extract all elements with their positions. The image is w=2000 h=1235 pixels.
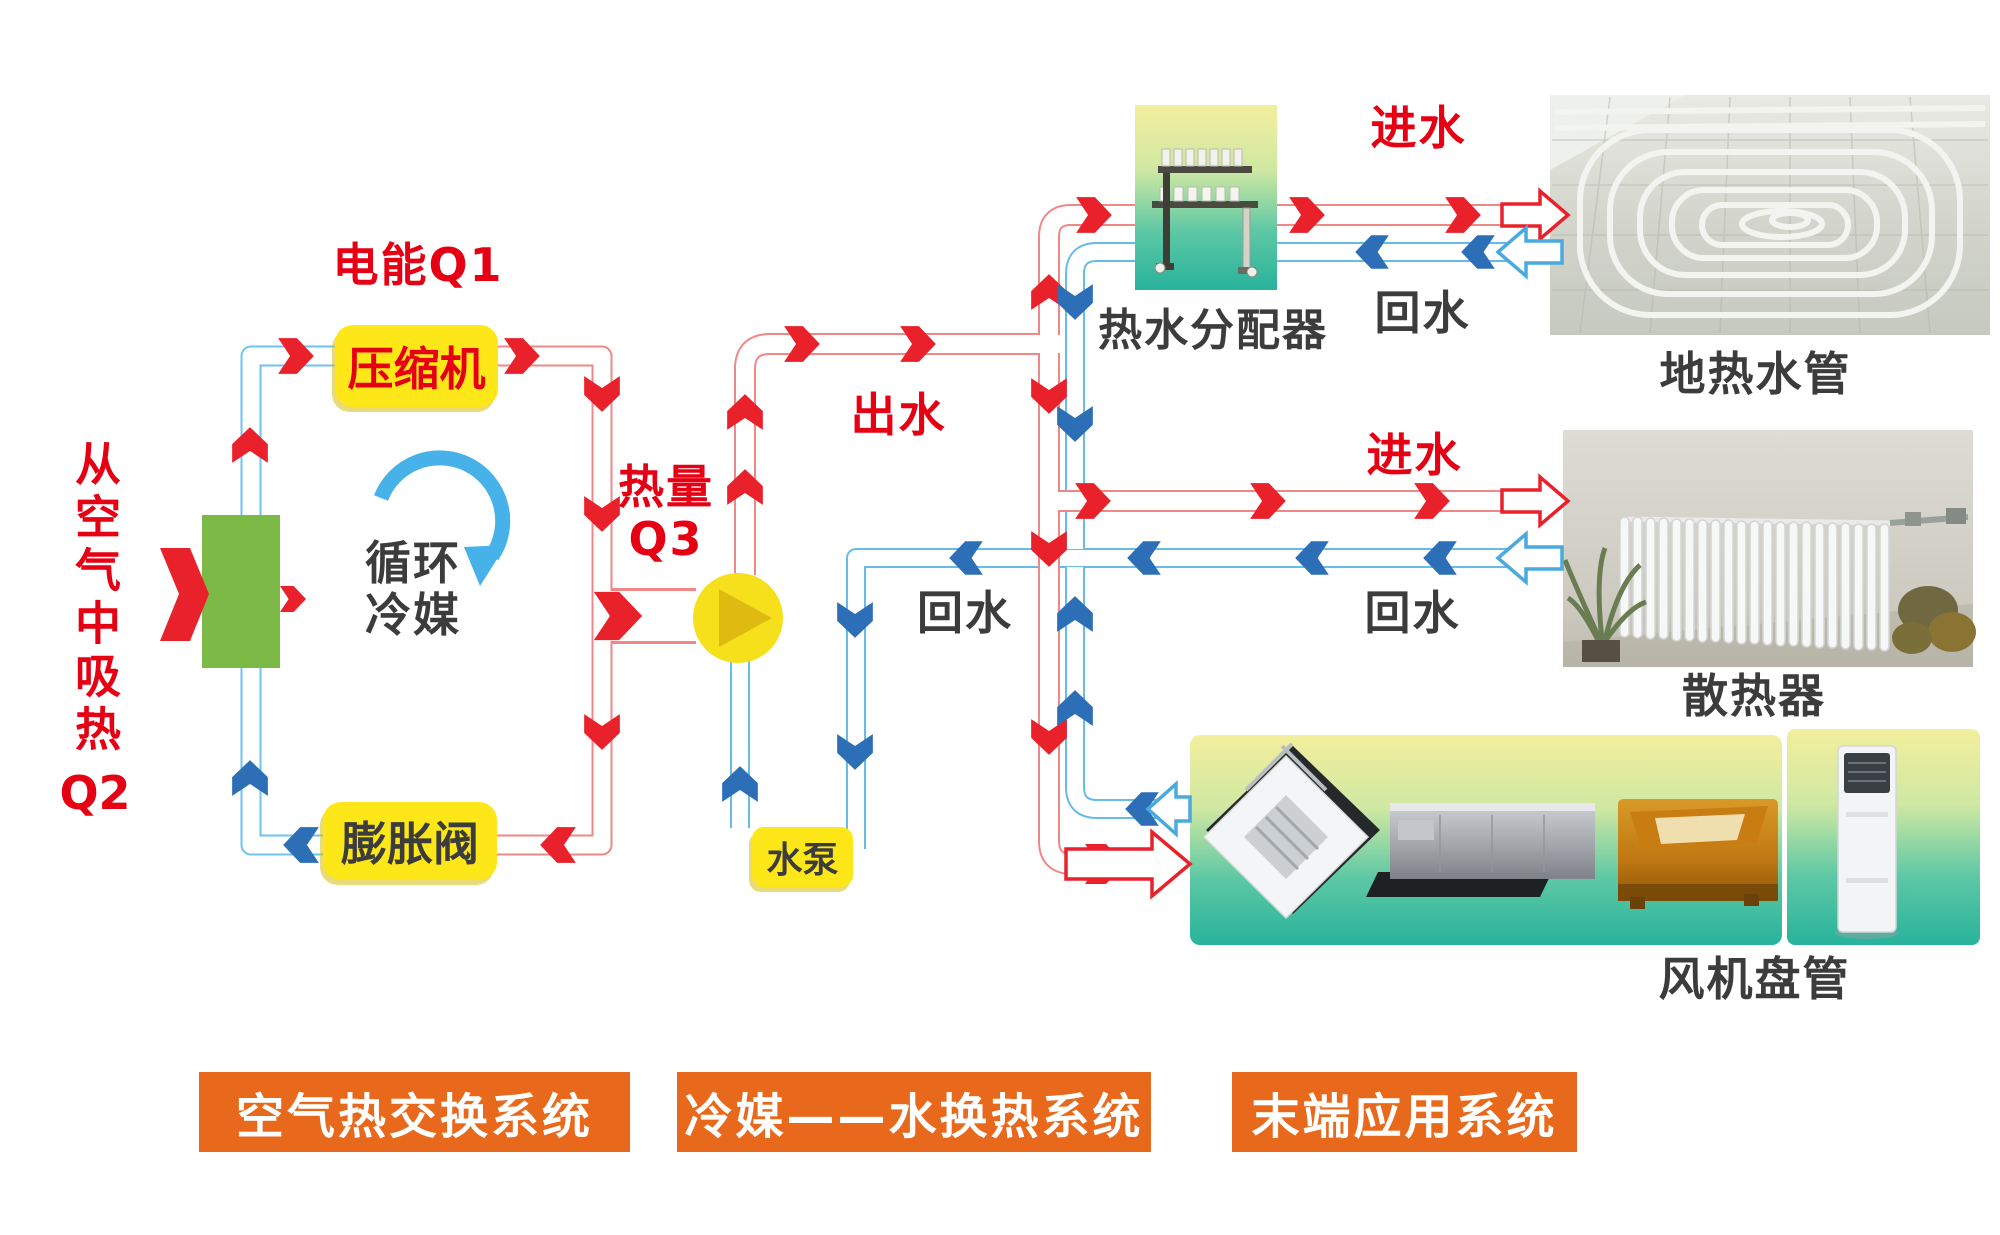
water-pump-box: 水泵 bbox=[752, 827, 853, 887]
heat-q3-label: 热量 Q3 bbox=[618, 460, 714, 566]
absorb-heat-q2: Q2 bbox=[59, 766, 131, 820]
fan-coil-return-arrow-icon bbox=[1145, 780, 1192, 838]
floor-return-arrow-icon bbox=[1495, 224, 1564, 280]
compressor-box: 压缩机 bbox=[335, 325, 498, 407]
plant-right-icon bbox=[1892, 586, 1976, 654]
air-heat-in-arrow-icon bbox=[160, 548, 209, 641]
fan-coil-caption: 风机盘管 bbox=[1658, 952, 1851, 1006]
distributor-caption: 热水分配器 bbox=[1098, 305, 1328, 356]
fan-coil-image bbox=[1190, 729, 1980, 945]
air-heat-out-arrow-icon bbox=[279, 585, 307, 613]
absorb-heat-text: 从空气中吸热 bbox=[68, 440, 122, 758]
plant-left-icon bbox=[1562, 547, 1647, 642]
floor-pipe-caption: 地热水管 bbox=[1659, 347, 1852, 401]
floor-heating-image bbox=[1550, 95, 1990, 335]
radiator-inlet-label: 进水 bbox=[1366, 428, 1463, 482]
refrigerant-label: 循环 冷媒 bbox=[365, 536, 461, 642]
floor-inlet-arrow-icon bbox=[1500, 187, 1571, 243]
evaporator-green-box bbox=[202, 515, 280, 668]
return-water-pump-label: 回水 bbox=[917, 586, 1013, 640]
electric-q1-label: 电能Q1 bbox=[332, 238, 504, 292]
banner-air-system: 空气热交换系统 bbox=[199, 1072, 630, 1152]
radiator-image bbox=[1562, 430, 1976, 667]
radiator-caption: 散热器 bbox=[1682, 669, 1826, 723]
distributor-image bbox=[1135, 105, 1277, 290]
expansion-valve-box: 膨胀阀 bbox=[323, 802, 497, 880]
radiator-return-arrow-icon bbox=[1495, 530, 1564, 586]
pump-icon bbox=[693, 573, 783, 663]
absorb-heat-label: 从空气中吸热 Q2 bbox=[59, 440, 130, 820]
banner-refrigerant-water-system: 冷媒——水换热系统 bbox=[677, 1072, 1151, 1152]
radiator-inlet-arrow-icon bbox=[1500, 473, 1571, 529]
floor-inlet-label: 进水 bbox=[1370, 101, 1467, 155]
floor-return-label: 回水 bbox=[1374, 286, 1471, 340]
radiator-return-label: 回水 bbox=[1364, 586, 1461, 640]
banner-terminal-system: 末端应用系统 bbox=[1232, 1072, 1577, 1152]
inlet-outlet-arrows bbox=[1064, 187, 1571, 900]
outlet-water-label: 出水 bbox=[850, 388, 947, 442]
fan-coil-inlet-arrow-icon bbox=[1064, 828, 1193, 900]
refrigerant-cycle-arrow-icon bbox=[374, 450, 511, 586]
